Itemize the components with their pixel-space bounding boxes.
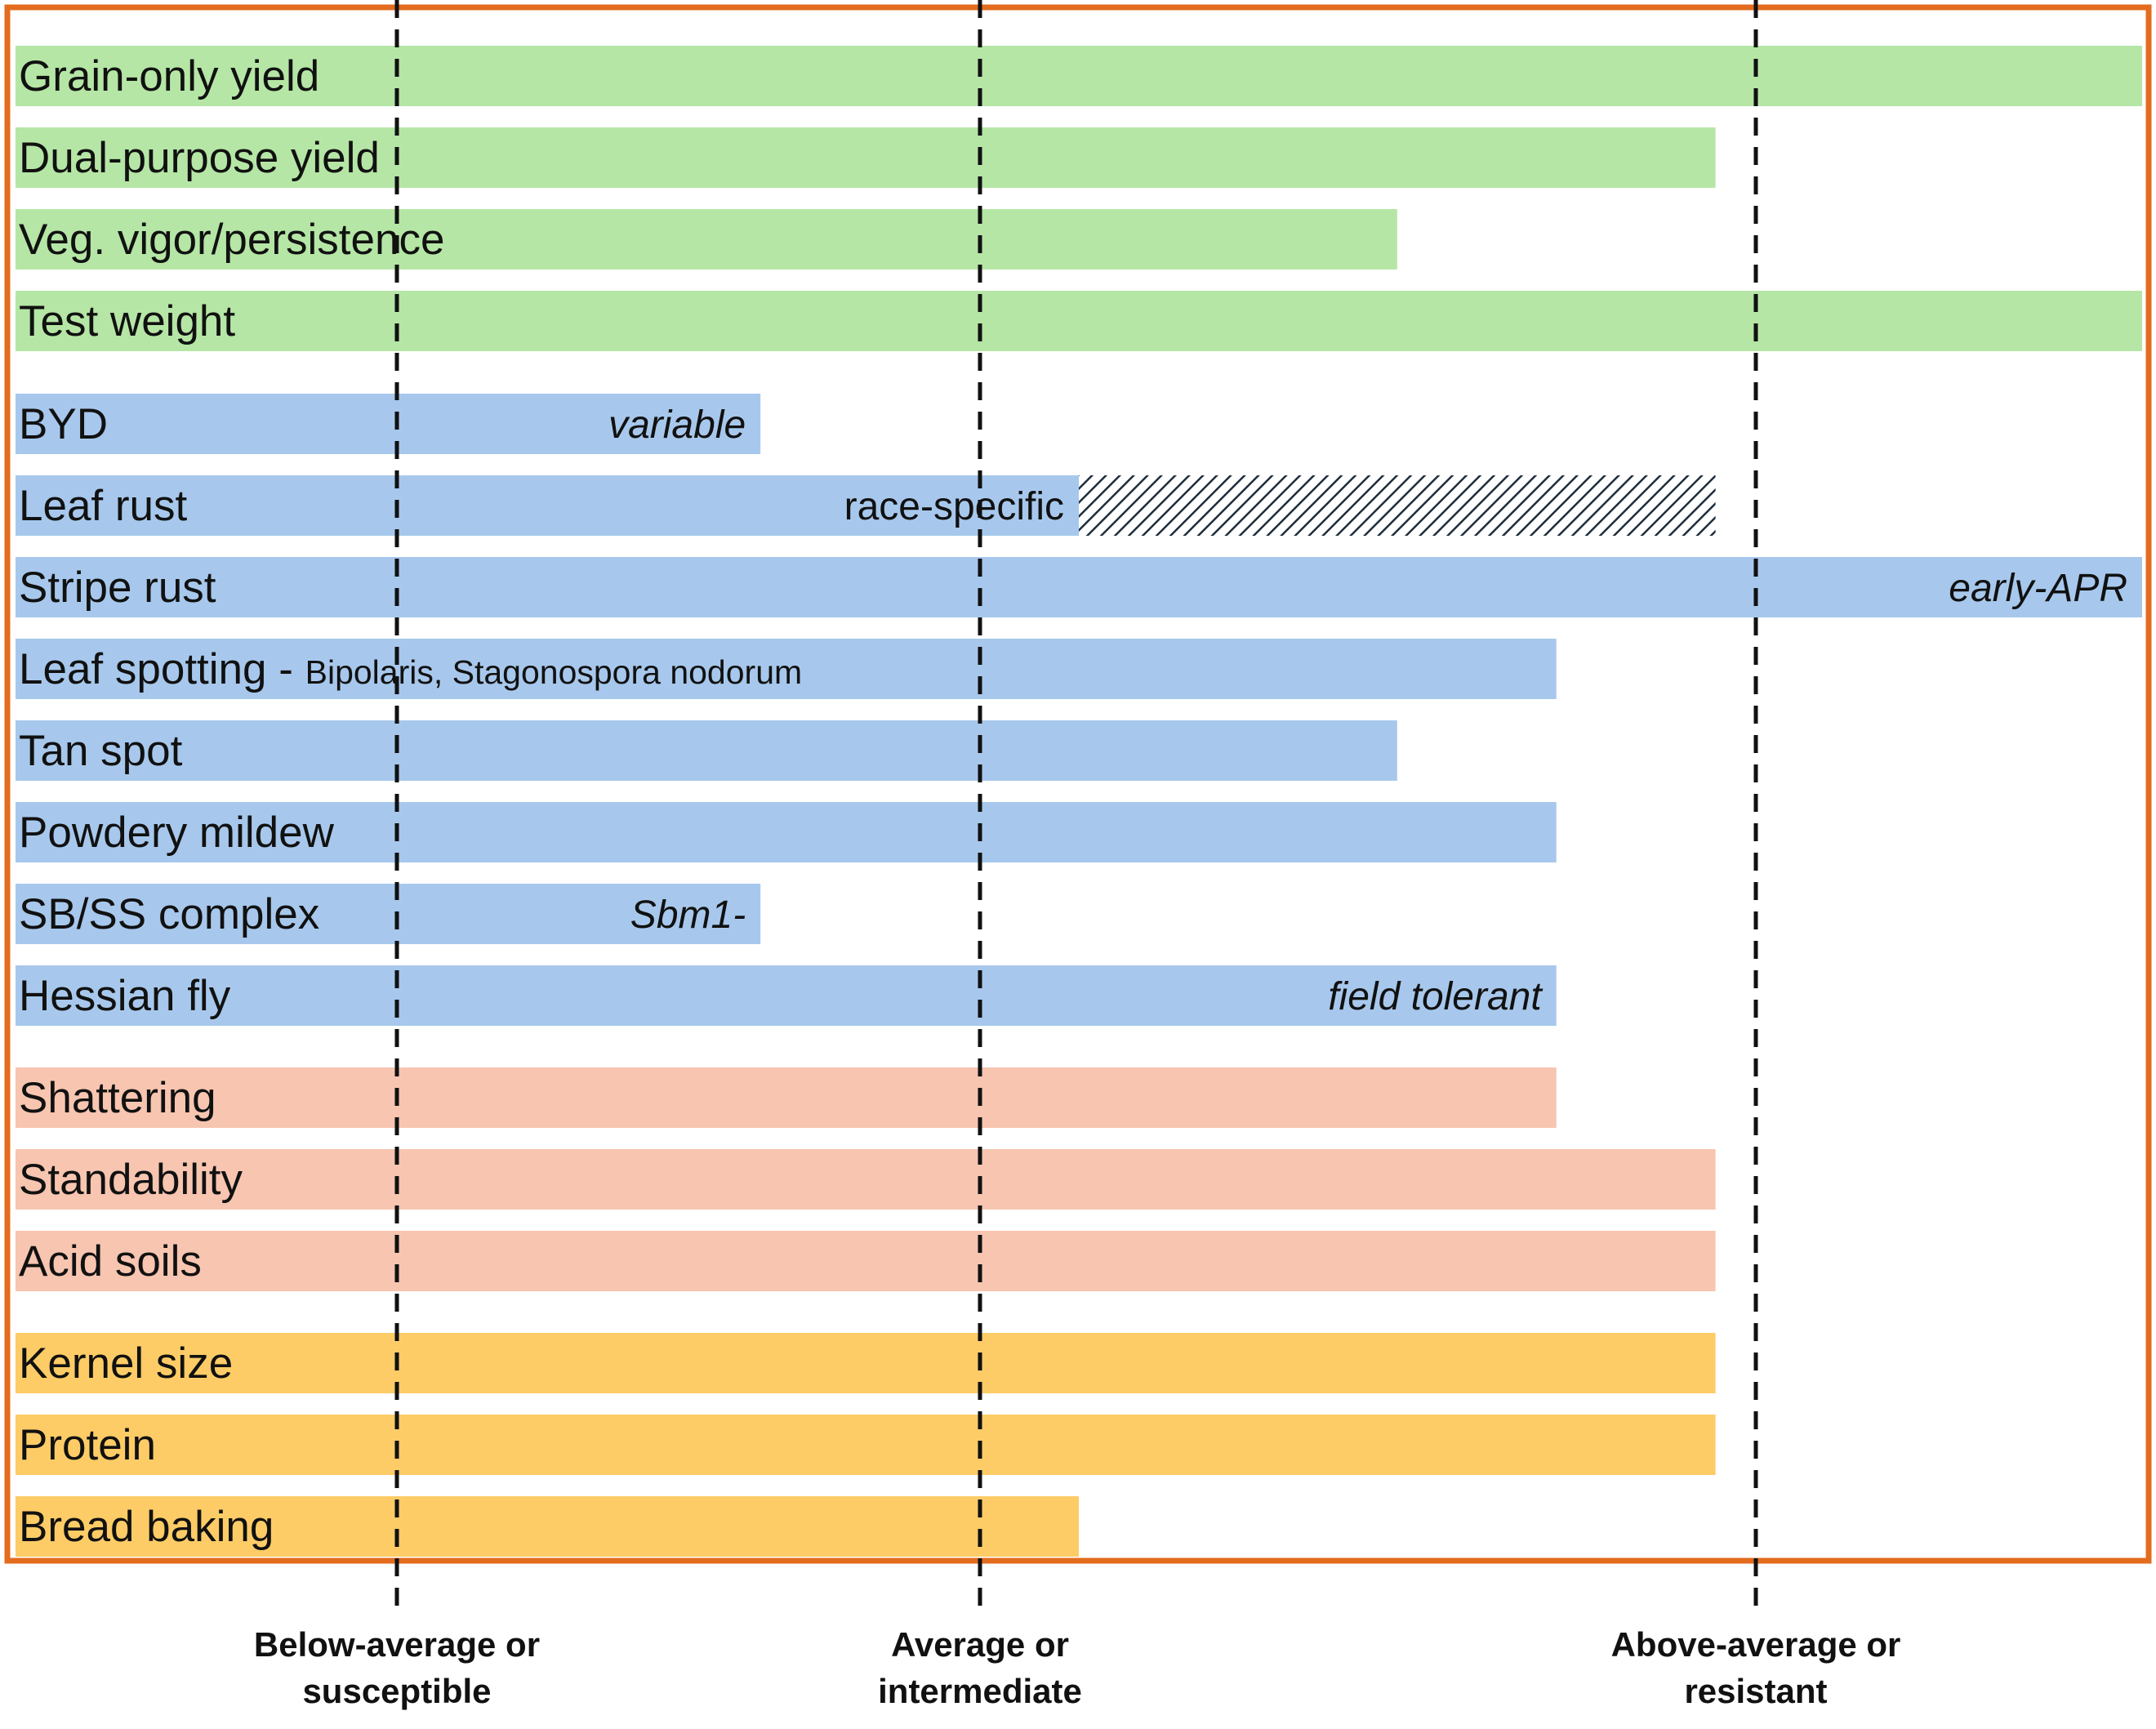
trait-label: Hessian fly xyxy=(19,972,231,1020)
trait-label: Protein xyxy=(19,1421,156,1469)
bar-disease xyxy=(16,720,1397,781)
bar-agronomic xyxy=(16,1231,1716,1291)
bar-agronomic xyxy=(16,1149,1716,1210)
trait-label: Standability xyxy=(19,1156,243,1204)
bar-annotation: variable xyxy=(608,403,746,447)
trait-label: Leaf spotting - Bipolaris, Stagonospora … xyxy=(19,645,802,693)
level-axis-label: Above-average or xyxy=(1611,1625,1901,1664)
bar-hatched-segment xyxy=(1079,475,1716,536)
trait-label: Dual-purpose yield xyxy=(19,134,380,182)
bar-annotation: early-APR xyxy=(1949,567,2127,610)
bar-annotation: race-specific xyxy=(844,485,1064,528)
trait-label: Stripe rust xyxy=(19,564,216,612)
bar-yield xyxy=(16,46,2142,106)
bar-annotation: field tolerant xyxy=(1328,975,1543,1018)
bar-disease xyxy=(16,965,1557,1026)
trait-label: Shattering xyxy=(19,1074,216,1122)
level-axis-label: Average or xyxy=(891,1625,1069,1664)
bar-disease xyxy=(16,475,1079,536)
bar-agronomic xyxy=(16,1067,1557,1128)
bar-yield xyxy=(16,291,2142,351)
level-axis-label: susceptible xyxy=(302,1672,491,1710)
trait-label: BYD xyxy=(19,400,108,448)
bar-quality xyxy=(16,1333,1716,1393)
bar-yield xyxy=(16,127,1716,188)
trait-label: Test weight xyxy=(19,297,235,345)
level-axis-label: intermediate xyxy=(878,1672,1082,1710)
bar-disease xyxy=(16,884,761,944)
level-axis-label: resistant xyxy=(1684,1672,1827,1710)
trait-label: Bread baking xyxy=(19,1503,274,1551)
level-axis-label: Below-average or xyxy=(254,1625,540,1664)
bar-disease xyxy=(16,557,2142,617)
trait-label: SB/SS complex xyxy=(19,890,319,938)
bar-annotation: Sbm1- xyxy=(630,893,746,937)
trait-label: Acid soils xyxy=(19,1237,202,1286)
trait-label: Leaf rust xyxy=(19,482,188,530)
bar-disease xyxy=(16,394,761,454)
trait-label: Veg. vigor/persistence xyxy=(19,216,444,264)
bar-yield xyxy=(16,209,1397,270)
bar-disease xyxy=(16,802,1557,862)
bar-quality xyxy=(16,1415,1716,1475)
bar-disease xyxy=(16,639,1557,699)
trait-label: Powdery mildew xyxy=(19,809,335,857)
bar-quality xyxy=(16,1496,1079,1557)
trait-label: Tan spot xyxy=(19,727,183,775)
trait-label: Grain-only yield xyxy=(19,52,319,100)
chart-frame xyxy=(4,4,2152,1564)
trait-label: Kernel size xyxy=(19,1339,233,1388)
